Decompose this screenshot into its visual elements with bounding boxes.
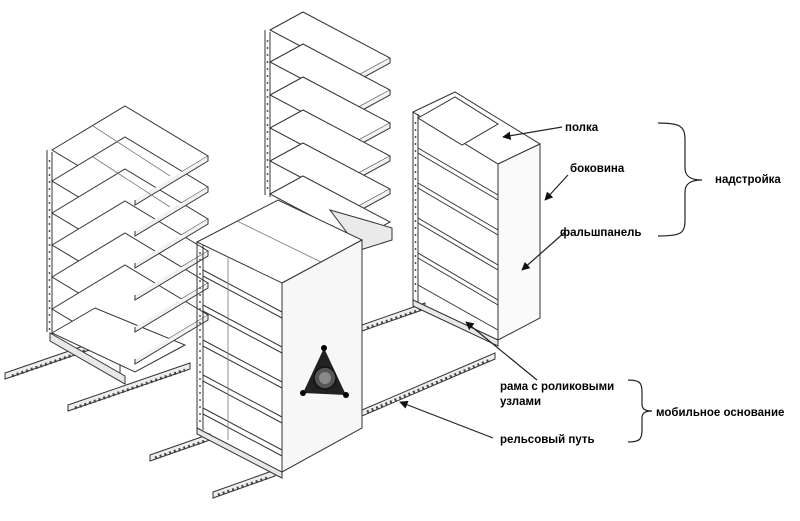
rail-mid-back [149, 433, 211, 462]
front-shelving-unit [195, 199, 364, 479]
rail-left-front [67, 362, 191, 412]
rail-right-front [361, 352, 496, 417]
right-unit-shelves [417, 96, 499, 331]
right-unit-side-panel [497, 143, 541, 341]
front-unit-shelves [202, 258, 283, 457]
triangle-roller-emblem-icon [300, 345, 349, 398]
brace-mobilnoe-osnovanie [627, 379, 653, 443]
brace-nadstroyka [657, 122, 703, 237]
left-unit-shelves [50, 105, 209, 373]
left-shelving-unit [46, 105, 209, 385]
annotation-lines [399, 126, 569, 439]
middle-back-shelving-unit [264, 11, 393, 251]
label-rama-line1: рама с роликовыми [500, 381, 614, 393]
label-mobilnoe-osnovanie: мобильное основание [656, 407, 784, 419]
annotation-labels: полка боковина фальшпанель надстройка ра… [500, 122, 784, 446]
label-polka: полка [565, 122, 599, 134]
middle-back-unit-shelves [268, 11, 393, 251]
rail-mid-front [212, 469, 276, 499]
right-shelving-unit [411, 91, 542, 347]
label-bokovina: боковина [570, 163, 625, 175]
label-relsovy-put: рельсовый путь [500, 434, 595, 446]
label-nadstroyka: надстройка [715, 174, 781, 186]
label-rama-line2: узлами [500, 396, 541, 408]
label-falshpanel: фальшпанель [560, 227, 641, 239]
rails [4, 302, 496, 499]
